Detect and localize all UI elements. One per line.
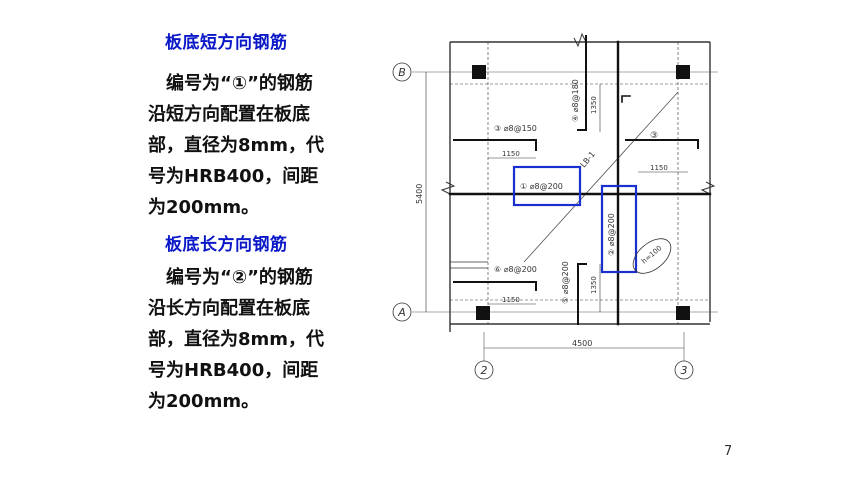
highlight-bar-1 <box>512 165 582 207</box>
column-b3 <box>676 65 690 79</box>
para1-line-1: 编号为“①”的钢筋 <box>148 73 313 94</box>
para2-line-2: 沿长方向配置在板底 <box>148 298 310 319</box>
para1-line-3: 部，直径为8mm，代 <box>148 135 325 156</box>
dimension-1150-bottom-left: 1150 <box>502 296 520 304</box>
dimension-lines <box>425 72 688 349</box>
axis-label-b: B <box>398 66 406 79</box>
axis-bubble-b <box>392 62 412 82</box>
column-a2 <box>476 306 490 320</box>
dimension-5400: 5400 <box>415 184 424 204</box>
para1-line-5: 为200mm。 <box>148 197 260 218</box>
para2-line-1: 编号为“②”的钢筋 <box>148 267 313 288</box>
dimension-1150-right: 1150 <box>650 164 668 172</box>
dimension-1350-top: 1350 <box>590 96 598 114</box>
slab-label: LB-1 <box>579 150 597 170</box>
bar-4-label: ④ ⌀8@180 <box>571 79 580 122</box>
bar-1-label: ① ⌀8@200 <box>520 182 563 191</box>
para1-line-4: 号为HRB400，间距 <box>148 166 319 187</box>
page-number: 7 <box>724 444 733 459</box>
para1-line-2: 沿短方向配置在板底 <box>148 104 310 125</box>
dimension-1150-top-left: 1150 <box>502 150 520 158</box>
column-b2 <box>472 65 486 79</box>
column-a3 <box>676 306 690 320</box>
heading-short-direction: 板底短方向钢筋 <box>165 33 288 53</box>
beam-outlines <box>449 41 711 332</box>
dimension-1350-bottom: 1350 <box>590 276 598 294</box>
axis-bubble-3 <box>674 360 694 380</box>
slab-reinforcement-drawing: B A 2 3 ① ⌀8@200 ② ⌀8@200 ③ ⌀8@150 ③ ④ ⌀… <box>392 32 718 380</box>
paragraph-short-direction: 编号为“①”的钢筋 沿短方向配置在板底 部，直径为8mm，代 号为HRB400，… <box>148 68 363 223</box>
break-mark-left <box>440 181 456 195</box>
axis-label-3: 3 <box>681 364 688 377</box>
axis-bubble-2 <box>474 360 494 380</box>
dimension-4500: 4500 <box>572 339 592 348</box>
bar-2-label: ② ⌀8@200 <box>607 213 616 256</box>
break-mark-right <box>700 181 716 195</box>
heading-long-direction: 板底长方向钢筋 <box>165 235 288 255</box>
axis-label-a: A <box>397 306 406 319</box>
highlight-bar-2 <box>600 184 638 274</box>
thickness-ellipse <box>632 238 672 274</box>
bar-6-label: ⑥ ⌀8@200 <box>494 265 537 274</box>
para2-line-5: 为200mm。 <box>148 391 260 412</box>
bar-3-right-label: ③ <box>650 131 658 141</box>
axis-lines <box>412 71 718 362</box>
para2-line-3: 部，直径为8mm，代 <box>148 329 325 350</box>
paragraph-long-direction: 编号为“②”的钢筋 沿长方向配置在板底 部，直径为8mm，代 号为HRB400，… <box>148 262 363 417</box>
bar-3-label: ③ ⌀8@150 <box>494 124 537 133</box>
axis-label-2: 2 <box>481 364 488 377</box>
slab-diagonal <box>523 91 679 263</box>
para2-line-4: 号为HRB400，间距 <box>148 360 319 381</box>
bar-5-label: ⑤ ⌀8@200 <box>561 261 570 304</box>
axis-bubble-a <box>392 302 412 322</box>
break-mark-top <box>573 32 587 48</box>
thickness-label: h=100 <box>640 244 663 265</box>
